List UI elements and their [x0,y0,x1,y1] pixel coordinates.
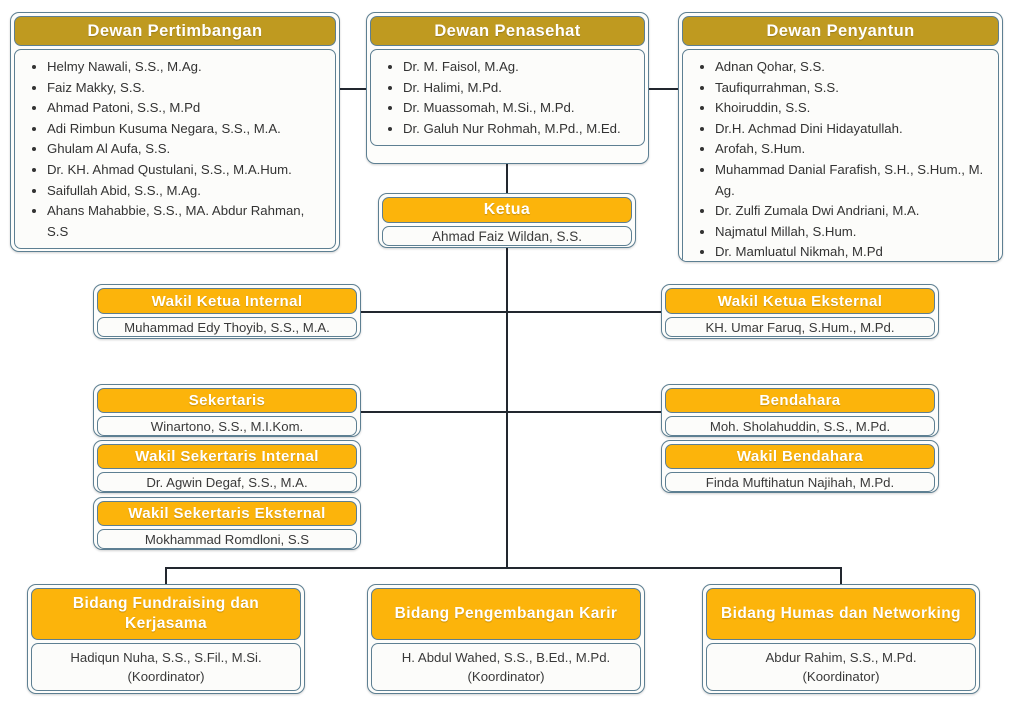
bidang-humas-body: Abdur Rahim, S.S., M.Pd. (Koordinator) [706,643,976,691]
bidang-fundraising-name: Hadiqun Nuha, S.S., S.Fil., M.Si. [70,649,262,665]
dewan-penasehat-member-list: Dr. M. Faisol, M.Ag. Dr. Halimi, M.Pd. D… [377,57,638,139]
bendahara-title: Bendahara [665,388,935,413]
wakil-sekertaris-internal-title: Wakil Sekertaris Internal [97,444,357,469]
bidang-humas-name: Abdur Rahim, S.S., M.Pd. [765,649,917,665]
ketua-title: Ketua [382,197,632,223]
node-wakil-bendahara[interactable]: Wakil Bendahara Finda Muftihatun Najihah… [661,440,939,493]
wakil-ketua-eksternal-name: KH. Umar Faruq, S.Hum., M.Pd. [665,317,935,337]
connector-penasehat-penyantun [649,88,678,90]
dewan-penasehat-title: Dewan Penasehat [370,16,645,46]
node-bidang-fundraising[interactable]: Bidang Fundraising dan Kerjasama Hadiqun… [27,584,305,694]
node-sekertaris[interactable]: Sekertaris Winartono, S.S., M.I.Kom. [93,384,361,437]
list-item: Khoiruddin, S.S. [715,98,992,119]
bidang-karir-name: H. Abdul Wahed, S.S., B.Ed., M.Pd. [401,649,611,665]
list-item: Ahmad Patoni, S.S., M.Pd [47,98,329,119]
connector-sekertaris-bendahara-row [361,411,661,413]
list-item: Adi Rimbun Kusuma Negara, S.S., M.A. [47,119,329,140]
node-dewan-pertimbangan[interactable]: Dewan Pertimbangan Helmy Nawali, S.S., M… [10,12,340,252]
connector-pertimbangan-penasehat [340,88,366,90]
connector-drop-humas [840,567,842,585]
dewan-pertimbangan-title: Dewan Pertimbangan [14,16,336,46]
ketua-name: Ahmad Faiz Wildan, S.S. [382,226,632,246]
wakil-bendahara-name: Finda Muftihatun Najihah, M.Pd. [665,472,935,492]
list-item: Helmy Nawali, S.S., M.Ag. [47,57,329,78]
connector-wakil-ketua-row [361,311,661,313]
node-dewan-penyantun[interactable]: Dewan Penyantun Adnan Qohar, S.S. Taufiq… [678,12,1003,262]
node-wakil-ketua-internal[interactable]: Wakil Ketua Internal Muhammad Edy Thoyib… [93,284,361,339]
node-bendahara[interactable]: Bendahara Moh. Sholahuddin, S.S., M.Pd. [661,384,939,437]
wakil-sekertaris-eksternal-name: Mokhammad Romdloni, S.S [97,529,357,549]
list-item: Dr. Galuh Nur Rohmah, M.Pd., M.Ed. [403,119,638,140]
list-item: Dr. Mamluatul Nikmah, M.Pd [715,242,992,261]
list-item: Ahans Mahabbie, S.S., MA. Abdur Rahman, … [47,201,329,242]
bidang-karir-title: Bidang Pengembangan Karir [371,588,641,640]
dewan-penyantun-body: Adnan Qohar, S.S. Taufiqurrahman, S.S. K… [682,49,999,261]
dewan-penyantun-member-list: Adnan Qohar, S.S. Taufiqurrahman, S.S. K… [689,57,992,261]
list-item: Dr. Halimi, M.Pd. [403,78,638,99]
list-item: Dr. KH. Ahmad Qustulani, S.S., M.A.Hum. [47,160,329,181]
bidang-karir-body: H. Abdul Wahed, S.S., B.Ed., M.Pd. (Koor… [371,643,641,691]
wakil-ketua-eksternal-title: Wakil Ketua Eksternal [665,288,935,314]
wakil-sekertaris-eksternal-title: Wakil Sekertaris Eksternal [97,501,357,526]
node-bidang-pengembangan-karir[interactable]: Bidang Pengembangan Karir H. Abdul Wahed… [367,584,645,694]
connector-division-bracket [165,567,841,569]
dewan-pertimbangan-member-list: Helmy Nawali, S.S., M.Ag. Faiz Makky, S.… [21,57,329,242]
wakil-ketua-internal-name: Muhammad Edy Thoyib, S.S., M.A. [97,317,357,337]
list-item: Dr. M. Faisol, M.Ag. [403,57,638,78]
bidang-fundraising-role: (Koordinator) [127,669,205,684]
list-item: Muhammad Danial Farafish, S.H., S.Hum., … [715,160,992,201]
connector-penasehat-ketua [506,164,508,194]
dewan-penyantun-title: Dewan Penyantun [682,16,999,46]
bendahara-name: Moh. Sholahuddin, S.S., M.Pd. [665,416,935,436]
list-item: Dr. Zulfi Zumala Dwi Andriani, M.A. [715,201,992,222]
list-item: Dr.H. Achmad Dini Hidayatullah. [715,119,992,140]
sekertaris-name: Winartono, S.S., M.I.Kom. [97,416,357,436]
connector-drop-fundraising [165,567,167,585]
node-wakil-sekertaris-internal[interactable]: Wakil Sekertaris Internal Dr. Agwin Dega… [93,440,361,493]
node-wakil-ketua-eksternal[interactable]: Wakil Ketua Eksternal KH. Umar Faruq, S.… [661,284,939,339]
list-item: Dr. Muassomah, M.Si., M.Pd. [403,98,638,119]
node-wakil-sekertaris-eksternal[interactable]: Wakil Sekertaris Eksternal Mokhammad Rom… [93,497,361,550]
bidang-humas-title: Bidang Humas dan Networking [706,588,976,640]
sekertaris-title: Sekertaris [97,388,357,413]
list-item: Najmatul Millah, S.Hum. [715,222,992,243]
node-ketua[interactable]: Ketua Ahmad Faiz Wildan, S.S. [378,193,636,248]
list-item: Saifullah Abid, S.S., M.Ag. [47,181,329,202]
list-item: Ghulam Al Aufa, S.S. [47,139,329,160]
wakil-sekertaris-internal-name: Dr. Agwin Degaf, S.S., M.A. [97,472,357,492]
node-dewan-penasehat[interactable]: Dewan Penasehat Dr. M. Faisol, M.Ag. Dr.… [366,12,649,164]
connector-main-spine [506,248,508,568]
list-item: Arofah, S.Hum. [715,139,992,160]
bidang-fundraising-body: Hadiqun Nuha, S.S., S.Fil., M.Si. (Koord… [31,643,301,691]
wakil-ketua-internal-title: Wakil Ketua Internal [97,288,357,314]
bidang-karir-role: (Koordinator) [467,669,545,684]
bidang-humas-role: (Koordinator) [802,669,880,684]
list-item: Taufiqurrahman, S.S. [715,78,992,99]
wakil-bendahara-title: Wakil Bendahara [665,444,935,469]
list-item: Faiz Makky, S.S. [47,78,329,99]
dewan-pertimbangan-body: Helmy Nawali, S.S., M.Ag. Faiz Makky, S.… [14,49,336,250]
list-item: Adnan Qohar, S.S. [715,57,992,78]
node-bidang-humas-networking[interactable]: Bidang Humas dan Networking Abdur Rahim,… [702,584,980,694]
dewan-penasehat-body: Dr. M. Faisol, M.Ag. Dr. Halimi, M.Pd. D… [370,49,645,147]
bidang-fundraising-title: Bidang Fundraising dan Kerjasama [31,588,301,640]
